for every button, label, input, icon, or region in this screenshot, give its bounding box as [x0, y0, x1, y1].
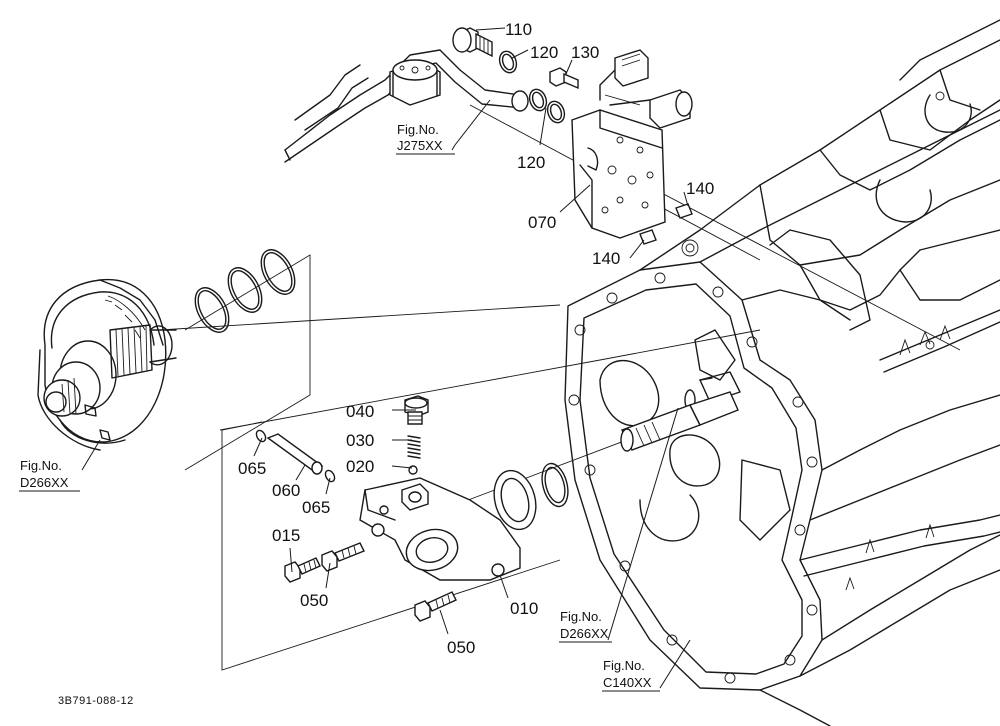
part-140-top[interactable]: 140: [686, 179, 714, 198]
bolt-050-left: [321, 542, 365, 572]
part-010[interactable]: 010: [510, 599, 538, 618]
spring-030: [407, 435, 421, 459]
o-ring-set: [184, 249, 311, 471]
valve-cover-010: [359, 477, 521, 581]
fig-ref-d266-left-line2: D266XX: [20, 475, 69, 490]
splined-shaft: [620, 391, 739, 452]
bearing: [493, 462, 569, 531]
part-050-left[interactable]: 050: [300, 591, 328, 610]
fig-ref-d266-center-line1: Fig.No.: [560, 609, 602, 624]
part-015[interactable]: 015: [272, 526, 300, 545]
part-065-left[interactable]: 065: [238, 459, 266, 478]
part-140-bottom[interactable]: 140: [592, 249, 620, 268]
part-020[interactable]: 020: [346, 457, 374, 476]
clutch-pack-assembly: [37, 278, 177, 451]
fig-ref-j275-line2: J275XX: [397, 138, 443, 153]
fig-ref-d266-center[interactable]: Fig.No. D266XX: [559, 609, 612, 643]
connector: [599, 49, 649, 106]
hydraulic-pipe: [284, 49, 529, 163]
part-065-right[interactable]: 065: [302, 498, 330, 517]
ball-020: [408, 465, 418, 475]
part-120-bottom[interactable]: 120: [517, 153, 545, 172]
fig-ref-c140-line2: C140XX: [603, 675, 652, 690]
part-110[interactable]: 110: [505, 20, 532, 39]
bolt-050-bottom: [414, 591, 457, 622]
banjo-bolt: [452, 27, 493, 58]
part-030[interactable]: 030: [346, 431, 374, 450]
fig-ref-c140[interactable]: Fig.No. C140XX: [602, 658, 660, 692]
part-060[interactable]: 060: [272, 481, 300, 500]
part-050-bottom[interactable]: 050: [447, 638, 475, 657]
part-040[interactable]: 040: [346, 402, 374, 421]
transmission-housing: [564, 19, 1000, 726]
fig-ref-j275[interactable]: Fig.No. J275XX: [396, 122, 455, 155]
plug-040: [404, 395, 429, 425]
fig-ref-d266-center-line2: D266XX: [560, 626, 609, 641]
bolt-015: [284, 557, 321, 583]
part-number-labels: 110 120 130 120 140 070 140 040 030 020 …: [238, 20, 714, 657]
solenoid-valve-plate: [571, 89, 693, 239]
washers-top: [498, 50, 566, 124]
pin-060: [255, 429, 336, 483]
part-120-top[interactable]: 120: [530, 43, 558, 62]
small-bolt-130: [549, 67, 579, 90]
fig-ref-d266-left-line1: Fig.No.: [20, 458, 62, 473]
fig-ref-j275-line1: Fig.No.: [397, 122, 439, 137]
fig-ref-d266-left[interactable]: Fig.No. D266XX: [19, 458, 80, 492]
part-130[interactable]: 130: [571, 43, 599, 62]
diagram-code: 3B791-088-12: [58, 695, 134, 707]
fig-ref-c140-line1: Fig.No.: [603, 658, 645, 673]
part-070[interactable]: 070: [528, 213, 556, 232]
leader-lines: [81, 27, 691, 689]
